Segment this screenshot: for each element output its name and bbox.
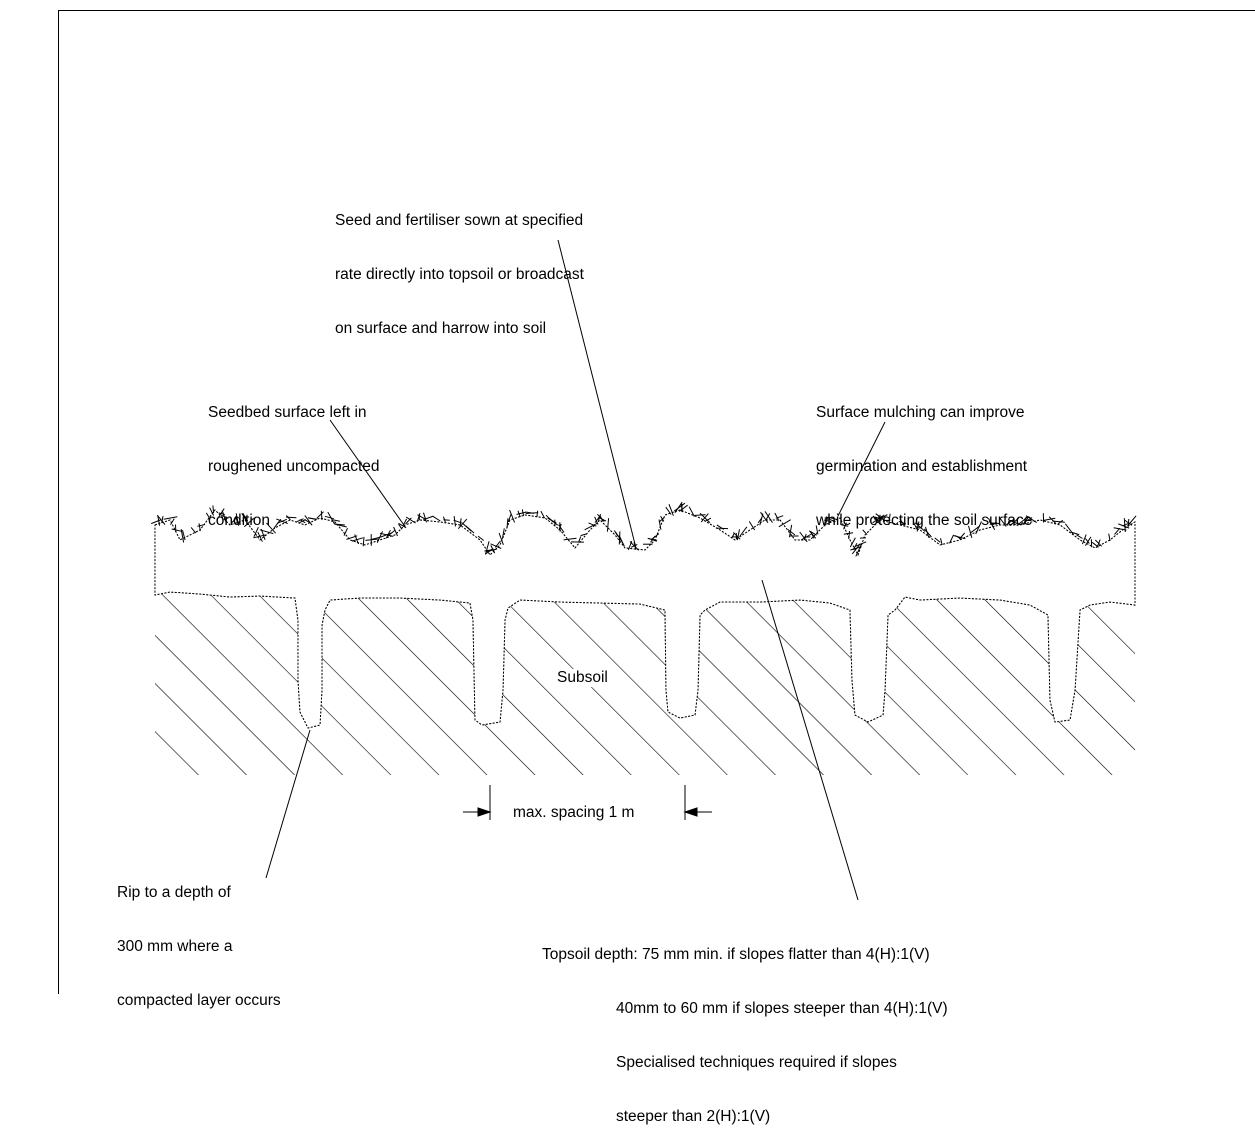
mulch-note-line: Surface mulching can improve [816, 404, 1032, 422]
mulch-stroke [1077, 535, 1083, 539]
rip-note-line: compacted layer occurs [117, 992, 281, 1010]
mulch-note-line: germination and establishment [816, 458, 1032, 476]
rip-note: Rip to a depth of 300 mm where a compact… [117, 848, 281, 1028]
rip-note-line: 300 mm where a [117, 938, 281, 956]
mulch-stroke [191, 527, 196, 533]
rip-note-line: Rip to a depth of [117, 884, 281, 902]
topsoil-note-line: steeper than 2(H):1(V) [542, 1108, 948, 1126]
mulch-note: Surface mulching can improve germination… [816, 368, 1032, 548]
mulch-stroke [517, 512, 526, 514]
seed-note-line: rate directly into topsoil or broadcast [335, 266, 584, 284]
mulch-stroke [1109, 534, 1110, 541]
spacing-label: max. spacing 1 m [513, 804, 634, 822]
mulch-stroke [522, 509, 523, 516]
mulch-stroke [433, 516, 440, 521]
topsoil-note-line: Specialised techniques required if slope… [542, 1054, 948, 1072]
mulch-stroke [695, 515, 706, 516]
mulch-note-line: while protecting the soil surface [816, 512, 1032, 530]
seedbed-note: Seedbed surface left in roughened uncomp… [208, 368, 380, 548]
mulch-stroke [732, 533, 735, 538]
soil-section-drawing [0, 0, 1255, 994]
mulch-stroke [682, 504, 683, 512]
mulch-stroke [537, 511, 538, 517]
subsoil-label: Subsoil [557, 669, 608, 687]
seedbed-note-line: roughened uncompacted [208, 458, 380, 476]
mulch-stroke [1044, 518, 1056, 520]
mulch-stroke [1049, 517, 1056, 524]
topsoil-note-line: Topsoil depth: 75 mm min. if slopes flat… [542, 946, 948, 964]
mulch-stroke [164, 517, 178, 520]
seed-note-line: on surface and harrow into soil [335, 320, 584, 338]
seedbed-note-line: Seedbed surface left in [208, 404, 380, 422]
mulch-stroke [541, 511, 545, 518]
seed-note-line: Seed and fertiliser sown at specified [335, 212, 584, 230]
seedbed-note-line: condition [208, 512, 380, 530]
topsoil-note: Topsoil depth: 75 mm min. if slopes flat… [542, 910, 948, 1144]
topsoil-note-line: 40mm to 60 mm if slopes steeper than 4(H… [542, 1000, 948, 1018]
seed-note: Seed and fertiliser sown at specified ra… [335, 176, 584, 356]
